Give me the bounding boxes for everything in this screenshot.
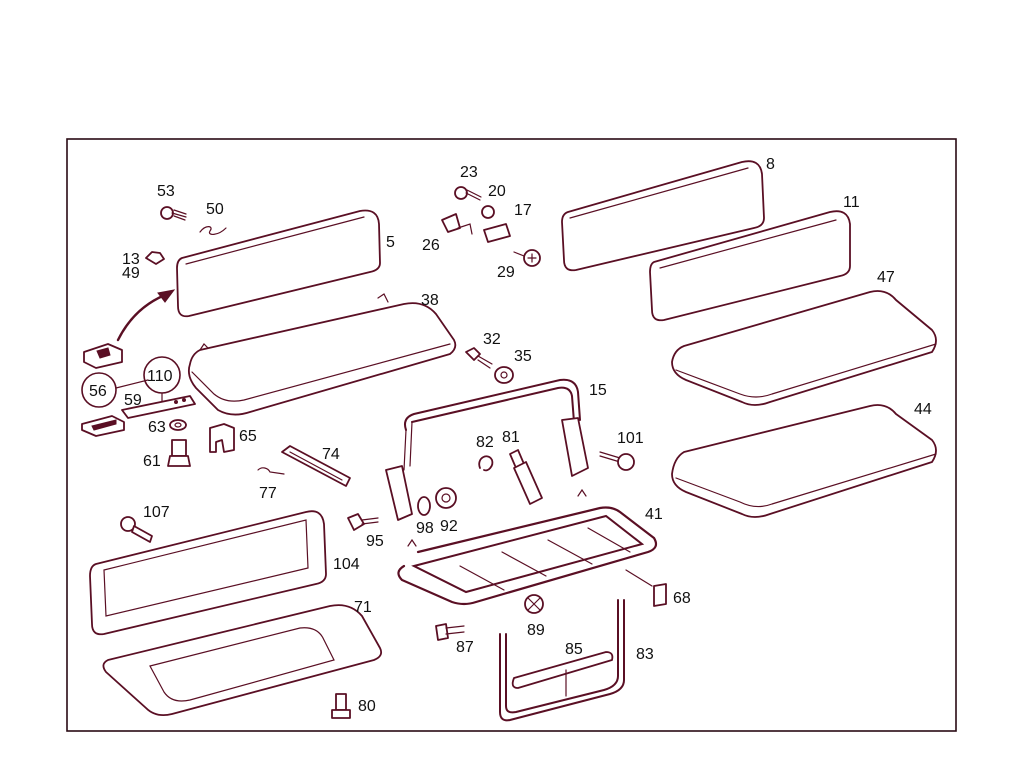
label-59: 59 [124,392,142,409]
part-82-ring[interactable] [478,455,494,472]
part-29-knob[interactable] [513,249,541,267]
part-98-washer[interactable] [417,496,431,516]
part-81-gas-strut[interactable] [509,449,543,505]
label-92: 92 [440,518,458,535]
part-56-lower-bracket[interactable] [81,415,125,437]
part-17-plate[interactable] [483,223,511,243]
label-26: 26 [422,237,440,254]
label-107: 107 [143,504,170,521]
label-82: 82 [476,434,494,451]
arrow-indicator [116,289,176,342]
label-101: 101 [617,430,644,447]
part-23-screw[interactable] [454,186,482,201]
callout-56 [81,372,117,408]
part-26-bracket[interactable] [441,213,473,235]
part-5-backrest-cushion[interactable] [176,209,381,318]
part-85-tube[interactable] [511,651,614,697]
label-61: 61 [143,453,161,470]
label-81: 81 [502,429,520,446]
label-68: 68 [673,590,691,607]
label-11: 11 [843,194,860,211]
label-5: 5 [386,234,395,251]
part-47-seat-cushion[interactable] [671,290,937,406]
part-89-knob[interactable] [524,594,544,614]
part-104-storage-box[interactable] [89,510,327,636]
part-20-washer[interactable] [481,205,495,219]
label-17: 17 [514,202,532,219]
label-85: 85 [565,641,583,658]
label-77: 77 [259,485,277,502]
part-80-screw[interactable] [331,693,351,719]
part-107-bolt[interactable] [120,516,153,543]
label-104: 104 [333,556,360,573]
part-8-backrest-cushion[interactable] [561,160,765,272]
labels: 53 50 13 49 5 38 56 110 59 63 61 65 74 7… [89,156,932,715]
part-59-plate[interactable] [121,395,196,419]
label-49: 49 [122,265,140,282]
label-44: 44 [914,401,932,418]
part-15-frame[interactable] [385,378,589,521]
label-29: 29 [497,264,515,281]
part-50-clip[interactable] [199,226,227,235]
label-63: 63 [148,419,166,436]
part-32-bolt[interactable] [465,347,493,369]
label-83: 83 [636,646,654,663]
label-87: 87 [456,639,474,656]
label-20: 20 [488,183,506,200]
part-95-bolt[interactable] [347,513,379,531]
label-38: 38 [421,292,439,309]
part-65-clip[interactable] [209,423,235,453]
part-61-bolt[interactable] [167,439,191,467]
label-98: 98 [416,520,434,537]
diagram-frame [66,138,957,732]
label-50: 50 [206,201,224,218]
label-71: 71 [354,599,372,616]
part-41-seat-frame[interactable] [397,488,658,606]
part-92-nut[interactable] [435,487,457,509]
label-95: 95 [366,533,384,550]
part-35-washer[interactable] [494,366,514,384]
label-110: 110 [147,368,173,385]
label-53: 53 [157,183,175,200]
label-13: 13 [122,251,140,268]
label-23: 23 [460,164,478,181]
label-32: 32 [483,331,501,348]
label-47: 47 [877,269,895,286]
part-53-screw[interactable] [160,206,187,221]
part-13-mount[interactable] [145,251,165,265]
label-15: 15 [589,382,607,399]
label-8: 8 [766,156,775,173]
label-41: 41 [645,506,663,523]
part-63-washer[interactable] [169,419,187,431]
part-87-bolt[interactable] [435,623,465,641]
part-44-seat-cushion[interactable] [671,404,937,518]
label-74: 74 [322,446,340,463]
part-77-hook[interactable] [257,467,285,475]
part-56-bracket[interactable] [83,343,123,369]
label-56: 56 [89,383,107,400]
label-89: 89 [527,622,545,639]
label-80: 80 [358,698,376,715]
part-83-leg-frame[interactable] [499,599,625,722]
part-68-pad[interactable] [625,569,667,607]
label-65: 65 [239,428,257,445]
part-101-bolt[interactable] [599,451,635,471]
part-11-backrest-cushion[interactable] [649,210,851,322]
part-71-tray[interactable] [102,604,383,717]
part-38-seat-cushion[interactable] [187,293,457,416]
label-35: 35 [514,348,532,365]
part-74-strap[interactable] [281,445,351,487]
